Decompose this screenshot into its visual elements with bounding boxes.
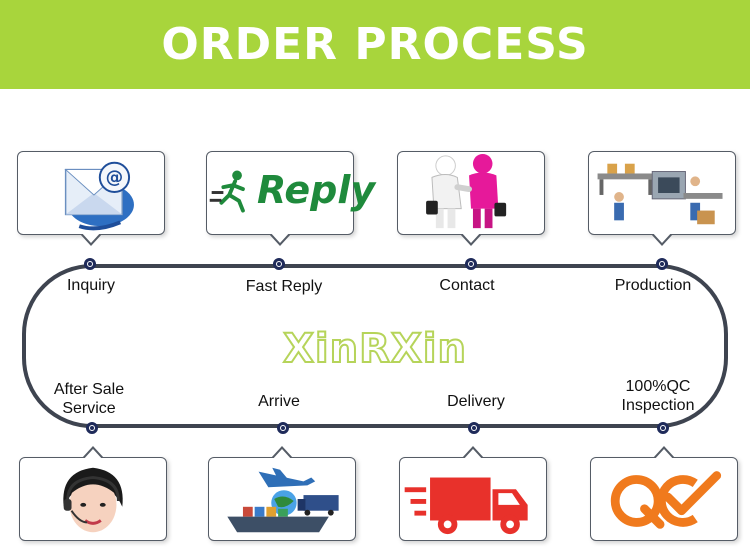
- card-after-sale: [19, 446, 167, 541]
- card-inquiry: @: [17, 151, 165, 246]
- step-label-production: Production: [614, 277, 692, 294]
- step-label-fast-reply: Fast Reply: [245, 278, 323, 295]
- svg-text:@: @: [106, 168, 124, 188]
- email-icon: @: [64, 161, 134, 231]
- customer-service-icon: [63, 467, 123, 533]
- node-contact: [465, 258, 477, 270]
- card-delivery: [399, 446, 547, 541]
- step-label-after-sale: After Sale Service: [53, 381, 125, 417]
- handshake-icon: [426, 153, 507, 229]
- brand-watermark: XinRXin: [282, 325, 467, 373]
- reply-logo-text: Reply: [257, 168, 376, 212]
- page-title: ORDER PROCESS: [161, 19, 589, 70]
- runner-icon: [209, 170, 245, 213]
- card-arrive: [208, 446, 356, 541]
- node-after-sale: [86, 422, 98, 434]
- logistics-icon: [227, 467, 339, 533]
- factory-line-icon: [597, 163, 723, 225]
- node-delivery: [468, 422, 480, 434]
- card-qc: [590, 446, 738, 541]
- step-label-arrive: Arrive: [258, 393, 300, 410]
- delivery-truck-icon: [404, 477, 528, 535]
- card-fast-reply: Reply: [206, 151, 375, 246]
- node-production: [656, 258, 668, 270]
- step-label-delivery: Delivery: [447, 393, 505, 410]
- node-fast-reply: [273, 258, 285, 270]
- node-qc: [657, 422, 669, 434]
- card-production: [588, 151, 736, 246]
- header-banner: ORDER PROCESS: [0, 0, 750, 89]
- step-label-contact: Contact: [439, 277, 495, 294]
- step-label-inquiry: Inquiry: [66, 277, 116, 294]
- qc-icon: [610, 471, 722, 529]
- process-loop: [22, 264, 728, 428]
- card-contact: [397, 151, 545, 246]
- step-label-qc: 100%QC Inspection: [621, 378, 695, 414]
- node-arrive: [277, 422, 289, 434]
- node-inquiry: [84, 258, 96, 270]
